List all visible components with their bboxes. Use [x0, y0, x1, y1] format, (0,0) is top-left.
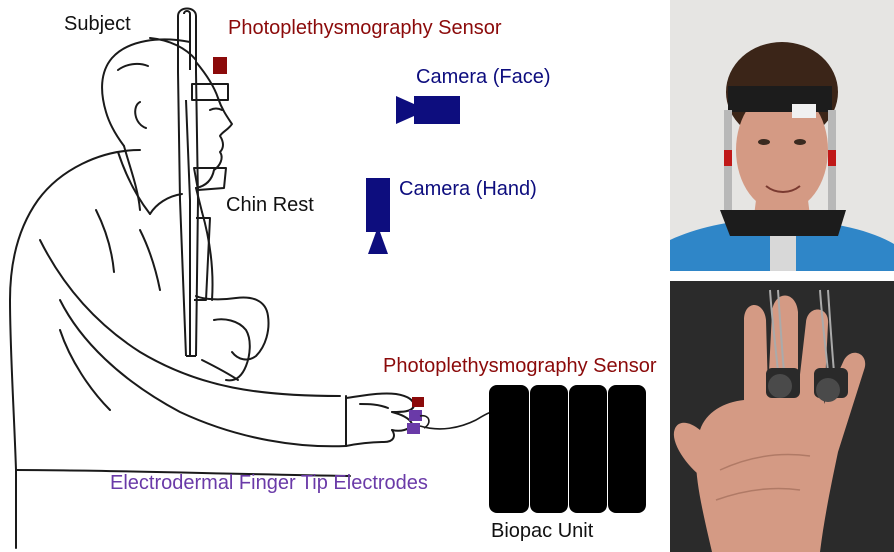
camera-face-label: Camera (Face) [416, 66, 550, 88]
ppg-finger-sensor [412, 397, 424, 407]
camera-face-icon [396, 96, 460, 124]
electrode-upper [409, 410, 422, 421]
ppg-head-label: Photoplethysmography Sensor [228, 17, 502, 39]
chin-rest-frame [177, 7, 229, 357]
electrode-lower [407, 423, 420, 434]
chin-rest-label: Chin Rest [226, 194, 314, 216]
biopac-unit [489, 385, 646, 513]
subject-figure [9, 37, 415, 549]
camera-hand-icon [366, 178, 390, 254]
ppg-finger-label: Photoplethysmography Sensor [383, 355, 657, 377]
subject-label: Subject [64, 13, 131, 35]
electrodes-label: Electrodermal Finger Tip Electrodes [110, 472, 428, 494]
camera-hand-label: Camera (Hand) [399, 178, 537, 200]
biopac-label: Biopac Unit [491, 520, 594, 542]
sensor-cable [419, 410, 501, 430]
ppg-head-sensor [213, 57, 227, 74]
photo-hand [670, 281, 894, 552]
photo-face [670, 0, 894, 271]
sensor-cable-loop [419, 414, 430, 429]
